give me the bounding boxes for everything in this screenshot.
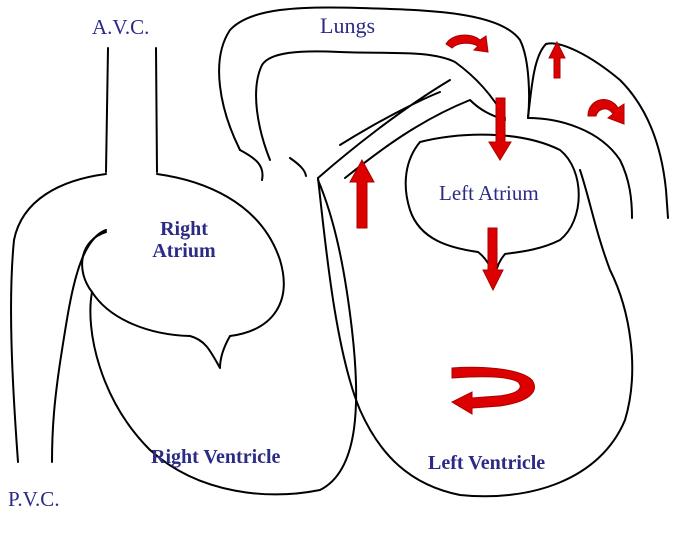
aorta-up-arrow — [548, 40, 566, 79]
lungs-curved-arrow — [445, 34, 489, 53]
left-atrium-label: Left Atrium — [439, 181, 539, 205]
pulmonary-vein-branch-lower — [344, 99, 506, 179]
left-ventricle-label: Left Ventricle — [428, 452, 546, 474]
pulmonary-trunk-outline — [218, 6, 531, 151]
avc-vessel-right-wall — [155, 47, 158, 173]
right-atrium-outline — [81, 173, 285, 369]
right-atrium-label-line1: Right — [160, 218, 208, 240]
aorta-outer-wall — [527, 42, 669, 219]
left-ventricle-outline — [317, 169, 634, 498]
pvc-vessel-outer-wall — [10, 173, 107, 463]
atrium-to-ventricle-down-arrow — [482, 227, 504, 292]
aorta-inner-wall — [527, 117, 633, 219]
avc-vessel-left-wall — [105, 47, 109, 173]
lungs-label: Lungs — [320, 13, 375, 38]
left-atrium-outline — [404, 133, 580, 277]
left-ventricle-circular-arrow — [450, 366, 535, 415]
right-ventricle-outline — [89, 179, 358, 496]
right-atrium-label-line2: Atrium — [152, 240, 216, 262]
pulmonary-trunk-inner — [255, 50, 506, 161]
right-atrium-label: Right Atrium — [144, 218, 224, 262]
pulmonary-vein-down-arrow — [488, 97, 512, 161]
right-ventricle-label: Right Ventricle — [151, 446, 281, 468]
avc-label: A.V.C. — [92, 15, 150, 39]
aorta-curved-arrow — [587, 99, 625, 125]
pulmonary-artery-branch — [239, 149, 307, 181]
pulmonary-artery-up-arrow — [349, 158, 375, 229]
pulmonary-vein-branch-upper — [317, 79, 451, 179]
pvc-vessel-inner-wall — [51, 229, 107, 463]
pvc-label: P.V.C. — [8, 487, 60, 511]
